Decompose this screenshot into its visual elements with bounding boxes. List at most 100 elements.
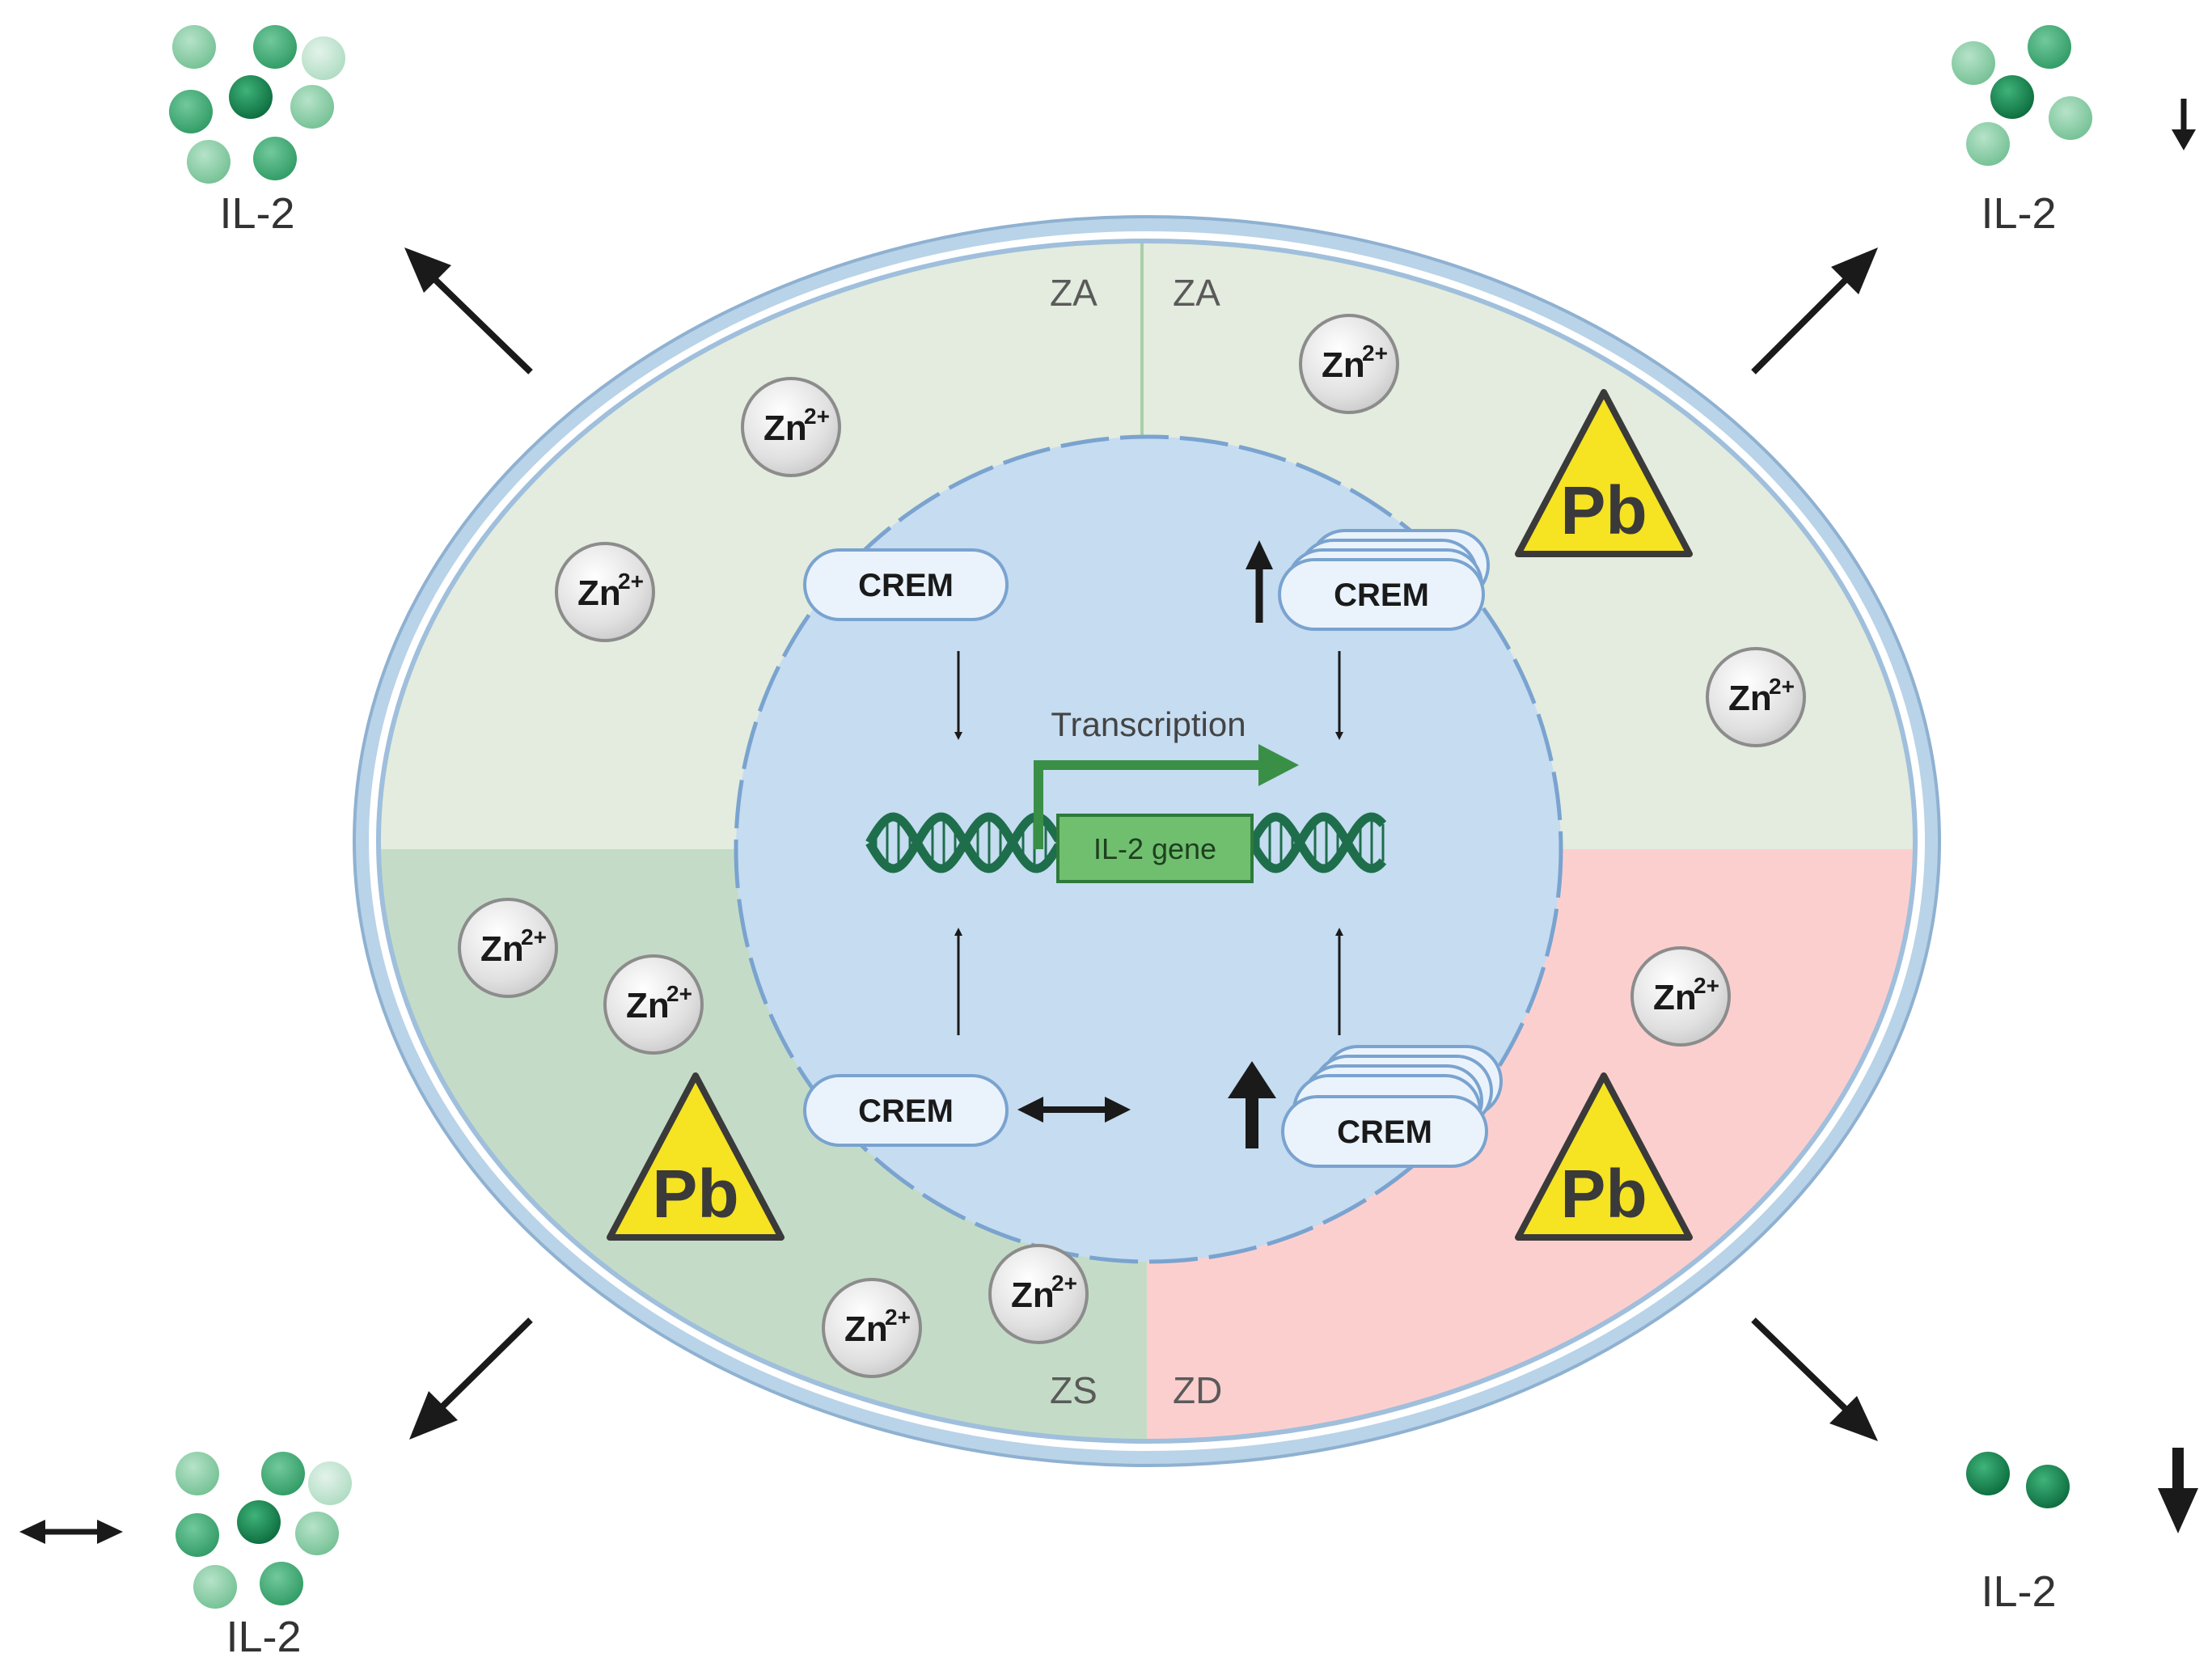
il2-bead — [237, 1500, 281, 1544]
warning-triangle — [607, 1072, 785, 1241]
il2-bead — [1990, 75, 2034, 119]
zinc-charge: 2+ — [521, 924, 547, 949]
secretion-arrow-bottom-right — [1751, 1317, 1855, 1418]
il2-clusters — [169, 25, 2092, 1609]
zinc-ions: Zn2+Zn2+Zn2+Zn2+Zn2+Zn2+Zn2+Zn2+Zn2+ — [458, 314, 1806, 1378]
zinc-ion-circle — [822, 1278, 922, 1378]
zinc-charge: 2+ — [1769, 674, 1795, 699]
lead-warning-icon: Pb — [607, 1072, 785, 1241]
transcription-arrow-line — [1034, 760, 1262, 849]
zinc-ion-circle — [1299, 314, 1399, 414]
il2-bead — [172, 25, 216, 69]
il2-bead — [2026, 1465, 2070, 1508]
il2-gene-label: IL-2 gene — [1093, 832, 1216, 865]
lead-symbol: Pb — [1560, 1156, 1647, 1232]
il2-bead — [290, 85, 334, 129]
il2-bead — [2049, 96, 2092, 140]
crem-protein — [803, 548, 1009, 621]
il2-bead — [253, 137, 297, 180]
double-arrow-icon — [19, 1520, 123, 1544]
zinc-ion: Zn2+ — [458, 898, 558, 998]
down-arrow-icon — [2172, 99, 2196, 150]
lead-warning-icon: Pb — [1515, 1072, 1693, 1241]
transcription-arrow: Transcription — [1034, 705, 1299, 849]
crem-level-indicators — [1017, 540, 1276, 1148]
zone-label-zd: ZD — [1173, 1369, 1222, 1411]
dna-helix — [865, 812, 1387, 873]
zinc-ion: Zn2+ — [741, 377, 841, 477]
down-arrow-icon — [2158, 1448, 2198, 1533]
zinc-symbol: Zn — [1728, 679, 1772, 718]
zinc-ion-circle — [555, 542, 655, 642]
zinc-ion: Zn2+ — [822, 1278, 922, 1378]
il2-bead — [176, 1513, 219, 1557]
zinc-charge: 2+ — [885, 1305, 911, 1330]
il2-bead — [1966, 122, 2010, 166]
il2-bead — [261, 1452, 305, 1495]
dna-strand — [1248, 812, 1387, 873]
secretion-arrow-top-left — [426, 271, 533, 374]
crem-label: CREM — [858, 1093, 954, 1129]
il2-label-top-left: IL-2 — [219, 189, 294, 238]
zinc-charge: 2+ — [804, 404, 830, 429]
zinc-symbol: Zn — [480, 929, 524, 969]
cell-membrane-line — [376, 239, 1918, 1444]
il2-label-top-right: IL-2 — [1981, 189, 2056, 238]
dna-strand — [865, 812, 1063, 873]
zinc-symbol: Zn — [1322, 345, 1365, 385]
il2-bead — [260, 1562, 303, 1605]
il2-gene: IL-2 gene — [1056, 814, 1254, 883]
il2-bead-cluster — [169, 25, 345, 184]
zone-label-zs: ZS — [1050, 1369, 1098, 1411]
warning-triangle — [1515, 1072, 1693, 1241]
warning-triangle — [1515, 389, 1693, 557]
il2-bead — [193, 1565, 237, 1609]
zinc-ion: Zn2+ — [1706, 647, 1806, 747]
crem-protein — [1281, 1095, 1488, 1168]
crem-label: CREM — [1334, 577, 1429, 613]
zinc-symbol: Zn — [844, 1309, 888, 1349]
zinc-ion: Zn2+ — [603, 954, 704, 1055]
crem-protein — [803, 1074, 1009, 1147]
il2-bead — [2028, 25, 2071, 69]
zinc-symbol: Zn — [626, 986, 670, 1026]
il2-bead-cluster — [176, 1452, 352, 1609]
zinc-charge: 2+ — [666, 981, 692, 1006]
secretion-arrow-top-right — [1751, 271, 1855, 374]
il2-bead — [176, 1452, 219, 1495]
zinc-ion: Zn2+ — [988, 1244, 1089, 1344]
crem-label: CREM — [858, 568, 954, 603]
zinc-ion: Zn2+ — [555, 542, 655, 642]
zinc-symbol: Zn — [1653, 978, 1697, 1017]
crem-protein — [1278, 558, 1485, 631]
transcription-arrow-head — [1258, 744, 1299, 786]
il2-bead — [302, 36, 345, 80]
il2-bead-cluster — [1966, 1452, 2070, 1508]
secretion-arrow-head — [409, 1391, 458, 1440]
lead-symbol: Pb — [1560, 472, 1647, 548]
il2-gene-box — [1056, 814, 1254, 883]
zinc-charge: 2+ — [1694, 973, 1719, 998]
il2-label-bottom-left: IL-2 — [226, 1613, 301, 1661]
transcription-label: Transcription — [1051, 705, 1246, 743]
zinc-ion: Zn2+ — [1630, 946, 1731, 1047]
zinc-charge: 2+ — [1362, 340, 1388, 366]
zone-label-za-right: ZA — [1173, 272, 1220, 314]
secretion-arrow-head — [1829, 1396, 1878, 1441]
crem-group: CREM CREM CREM CREM — [803, 529, 1503, 1168]
zinc-symbol: Zn — [577, 573, 621, 613]
zinc-charge: 2+ — [618, 569, 644, 594]
crem-label: CREM — [1337, 1114, 1432, 1150]
il2-bead — [187, 140, 231, 184]
zinc-symbol: Zn — [1011, 1275, 1055, 1315]
secretion-arrow-head — [1831, 247, 1878, 294]
zinc-ion-circle — [1706, 647, 1806, 747]
lead-symbol: Pb — [652, 1156, 738, 1232]
zinc-ion-circle — [603, 954, 704, 1055]
il2-bead — [1966, 1452, 2010, 1495]
zinc-ion-circle — [458, 898, 558, 998]
dna-strand — [1248, 812, 1387, 873]
cell-membrane-edge — [353, 215, 1941, 1467]
